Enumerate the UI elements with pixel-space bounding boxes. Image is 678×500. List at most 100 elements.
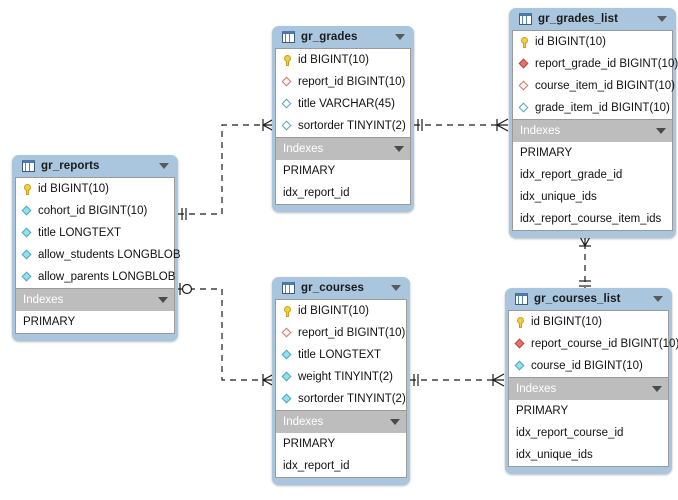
entity-header-gr_courses_list[interactable]: gr_courses_list [508,288,669,310]
column-row[interactable]: id BIGINT(10) [276,49,410,71]
indexes-header[interactable]: Indexes [275,411,407,433]
column-row[interactable]: grade_item_id BIGINT(10) [513,97,672,119]
diamond-icon [515,339,526,350]
column-label: report_id BIGINT(10) [298,327,406,339]
index-row[interactable]: idx_report_grade_id [513,164,672,186]
table-icon [282,282,295,294]
diamond-icon [282,372,293,383]
entity-gr_courses_list[interactable]: gr_courses_list id BIGINT(10) report_cou… [505,288,678,474]
entity-header-gr_courses[interactable]: gr_courses [275,277,407,299]
key-icon [515,316,526,328]
chevron-down-icon[interactable] [395,34,405,40]
column-row[interactable]: report_id BIGINT(10) [276,71,410,93]
index-row[interactable]: idx_report_course_id [509,422,668,444]
index-label: idx_report_id [283,460,350,472]
column-row[interactable]: report_course_id BIGINT(10) [509,333,678,355]
entity-header-gr_grades_list[interactable]: gr_grades_list [512,8,673,30]
column-label: report_id BIGINT(10) [298,76,406,88]
indexes-label: Indexes [283,143,324,155]
index-row[interactable]: idx_unique_ids [509,444,668,466]
chevron-down-icon[interactable] [652,386,662,392]
index-list: PRIMARY idx_report_course_id idx_unique_… [508,400,669,467]
entity-header-gr_reports[interactable]: gr_reports [15,155,175,177]
diamond-icon [515,361,526,372]
index-row[interactable]: idx_report_course_item_ids [513,208,672,230]
index-list: PRIMARY idx_report_id [275,160,411,205]
index-label: PRIMARY [283,165,336,177]
diamond-icon [282,350,293,361]
column-label: title VARCHAR(45) [298,98,395,110]
index-label: idx_report_grade_id [520,169,623,181]
diamond-icon [22,228,33,239]
chevron-down-icon[interactable] [158,297,168,303]
relationship-courses-courseslist [410,373,505,387]
chevron-down-icon[interactable] [394,146,404,152]
index-row[interactable]: idx_unique_ids [513,186,672,208]
column-row[interactable]: id BIGINT(10) [276,300,406,322]
index-row[interactable]: PRIMARY [16,311,174,333]
column-label: id BIGINT(10) [298,54,369,66]
entity-gr_grades[interactable]: gr_grades id BIGINT(10) report_id BIGINT… [272,26,414,212]
column-label: report_grade_id BIGINT(10) [535,58,678,70]
column-row[interactable]: weight TINYINT(2) [276,366,406,388]
indexes-header[interactable]: Indexes [508,378,669,400]
index-label: idx_report_id [283,187,350,199]
column-row[interactable]: cohort_id BIGINT(10) [16,200,174,222]
column-row[interactable]: id BIGINT(10) [16,178,174,200]
index-row[interactable]: PRIMARY [276,160,410,182]
indexes-header[interactable]: Indexes [15,289,175,311]
column-row[interactable]: report_grade_id BIGINT(10) [513,53,678,75]
index-label: idx_unique_ids [516,449,593,461]
index-list: PRIMARY [15,311,175,334]
column-row[interactable]: id BIGINT(10) [513,31,672,53]
entity-gr_reports[interactable]: gr_reports id BIGINT(10) cohort_id BIGIN… [12,155,181,341]
column-row[interactable]: title LONGTEXT [16,222,174,244]
indexes-header[interactable]: Indexes [275,138,411,160]
column-row[interactable]: id BIGINT(10) [509,311,668,333]
chevron-down-icon[interactable] [653,296,663,302]
column-list: id BIGINT(10) report_course_id BIGINT(10… [508,310,678,378]
index-label: PRIMARY [516,405,569,417]
chevron-down-icon[interactable] [390,419,400,425]
entity-gr_grades_list[interactable]: gr_grades_list id BIGINT(10) report_grad… [509,8,678,238]
chevron-down-icon[interactable] [159,163,169,169]
chevron-down-icon[interactable] [391,285,401,291]
index-row[interactable]: idx_report_id [276,455,406,477]
index-row[interactable]: PRIMARY [509,400,668,422]
index-label: idx_report_course_item_ids [520,213,662,225]
column-row[interactable]: title LONGTEXT [276,344,406,366]
diamond-icon [282,121,293,132]
column-row[interactable]: course_item_id BIGINT(10) [513,75,675,97]
column-row[interactable]: report_id BIGINT(10) [276,322,406,344]
column-row[interactable]: title VARCHAR(45) [276,93,410,115]
chevron-down-icon[interactable] [656,128,666,134]
diamond-icon [22,272,33,283]
diamond-icon [22,206,33,217]
column-label: allow_students LONGBLOB [38,249,181,261]
key-icon [282,54,293,66]
diamond-icon [519,59,530,70]
chevron-down-icon[interactable] [657,16,667,22]
column-label: title LONGTEXT [298,349,382,361]
column-row[interactable]: sortorder TINYINT(2) [276,388,406,410]
column-row[interactable]: allow_parents LONGBLOB [16,266,175,288]
column-label: course_id BIGINT(10) [531,360,643,372]
entity-title: gr_courses_list [534,293,621,305]
index-row[interactable]: idx_report_id [276,182,410,204]
indexes-header[interactable]: Indexes [512,120,673,142]
column-row[interactable]: sortorder TINYINT(2) [276,115,410,137]
column-row[interactable]: course_id BIGINT(10) [509,355,668,377]
index-row[interactable]: PRIMARY [276,433,406,455]
entity-gr_courses[interactable]: gr_courses id BIGINT(10) report_id BIGIN… [272,277,410,485]
key-icon [22,183,33,195]
indexes-label: Indexes [23,294,64,306]
key-icon [282,305,293,317]
diamond-icon [519,103,530,114]
indexes-label: Indexes [516,383,557,395]
index-row[interactable]: PRIMARY [513,142,672,164]
column-list: id BIGINT(10) cohort_id BIGINT(10) title… [15,177,181,289]
index-label: idx_unique_ids [520,191,597,203]
column-row[interactable]: allow_students LONGBLOB [16,244,181,266]
entity-header-gr_grades[interactable]: gr_grades [275,26,411,48]
